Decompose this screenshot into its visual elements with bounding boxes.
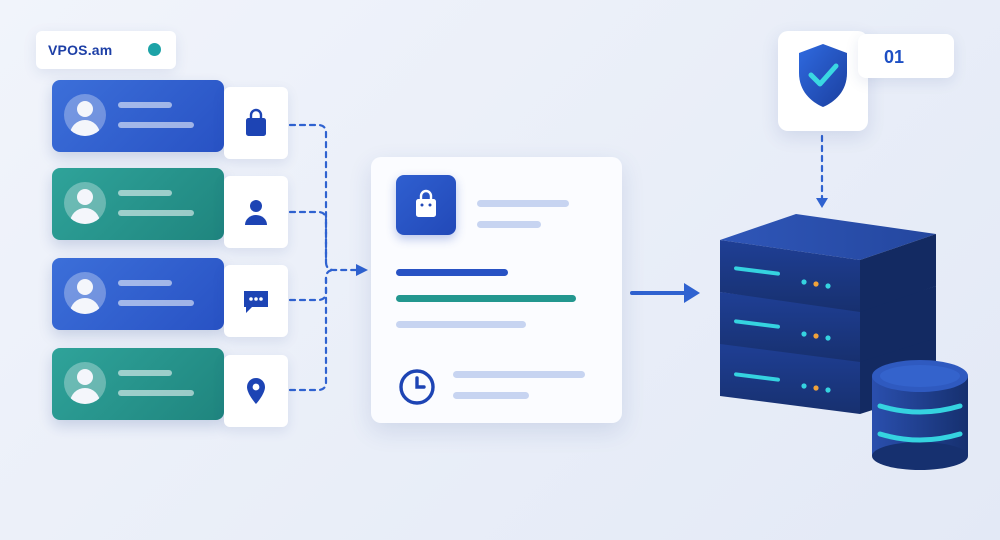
doc-header-line <box>477 200 569 207</box>
user-card-3 <box>52 258 224 330</box>
doc-line-primary <box>396 269 508 276</box>
brand-name: VPOS.am <box>48 42 113 58</box>
doc-line-muted <box>396 321 526 328</box>
clock-icon <box>399 369 435 405</box>
avatar-icon <box>64 94 106 136</box>
chat-bubble-tile <box>224 265 288 337</box>
database-icon <box>872 360 968 470</box>
user-name-line <box>118 190 172 196</box>
server-unit-1 <box>720 214 936 312</box>
doc-footer-line <box>453 392 529 399</box>
avatar-icon <box>64 272 106 314</box>
step-badge: 01 <box>858 34 954 78</box>
user-name-line <box>118 102 172 108</box>
brand-pill: VPOS.am <box>36 31 176 69</box>
doc-footer-line <box>453 371 585 378</box>
arrowhead-server <box>816 198 828 208</box>
location-pin-icon <box>247 378 265 404</box>
order-document-card <box>371 157 622 423</box>
shield-check-icon <box>799 44 847 107</box>
security-tile <box>778 31 868 131</box>
avatar-icon <box>64 362 106 404</box>
shopping-bag-tile <box>224 87 288 159</box>
shopping-bag-icon <box>246 108 266 136</box>
user-name-line <box>118 280 172 286</box>
user-card-2 <box>52 168 224 240</box>
doc-header-tile <box>396 175 456 235</box>
user-detail-line <box>118 210 194 216</box>
chat-bubble-icon <box>244 291 268 313</box>
location-pin-tile <box>224 355 288 427</box>
person-tile <box>224 176 288 248</box>
step-number: 01 <box>884 47 905 67</box>
server-stack-icon <box>720 214 968 470</box>
avatar-icon <box>64 182 106 224</box>
connector-user-3 <box>288 276 328 302</box>
doc-line-secondary <box>396 295 576 302</box>
connector-user-2 <box>288 210 328 264</box>
user-card-4 <box>52 348 224 420</box>
person-icon <box>245 200 267 225</box>
user-detail-line <box>118 390 194 396</box>
connector-user-1 <box>288 123 358 272</box>
user-detail-line <box>118 300 194 306</box>
connector-user-4 <box>288 268 336 392</box>
arrowhead-doc <box>356 264 368 276</box>
user-name-line <box>118 370 172 376</box>
doc-header-line <box>477 221 541 228</box>
arrow-doc-to-server <box>630 283 700 303</box>
shopping-bag-icon <box>416 189 436 217</box>
status-dot <box>148 43 161 56</box>
user-card-1 <box>52 80 224 152</box>
user-detail-line <box>118 122 194 128</box>
